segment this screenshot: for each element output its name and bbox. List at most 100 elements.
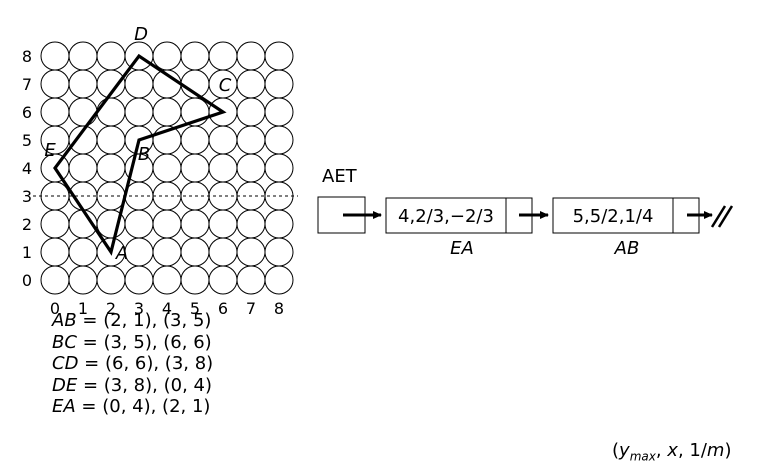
aet-node-box bbox=[552, 197, 700, 234]
pixel-circle bbox=[180, 209, 210, 239]
edge-coords: = (6, 6), (3, 8) bbox=[78, 353, 214, 374]
pixel-circle bbox=[68, 41, 98, 71]
pixel-circle bbox=[68, 153, 98, 183]
vertex-label: D bbox=[134, 24, 148, 45]
pixel-circle bbox=[208, 209, 238, 239]
legend-text: ) bbox=[724, 440, 732, 461]
pixel-circle bbox=[236, 265, 266, 295]
y-tick-label: 4 bbox=[22, 159, 32, 178]
legend-text: , bbox=[655, 440, 668, 461]
edge-coords: = (3, 5), (6, 6) bbox=[76, 331, 212, 353]
pixel-circle bbox=[236, 125, 266, 155]
edge-name: EA bbox=[52, 396, 76, 417]
aet-label: AET bbox=[322, 166, 358, 187]
edge-list: AB = (2, 1), (3, 5) BC = (3, 5), (6, 6) … bbox=[52, 310, 213, 418]
aet-node-ab: 5,5/2,1/4 AB bbox=[552, 197, 700, 259]
edge-row-ab: AB = (2, 1), (3, 5) bbox=[52, 310, 213, 332]
edge-coords: = (3, 8), (0, 4) bbox=[77, 374, 212, 396]
legend-m: m bbox=[706, 440, 725, 461]
pixel-circle bbox=[124, 265, 154, 295]
pixel-circle bbox=[124, 237, 154, 267]
pixel-circle bbox=[96, 265, 126, 295]
pixel-circle bbox=[236, 209, 266, 239]
pixel-circle bbox=[264, 153, 294, 183]
pixel-circle bbox=[264, 265, 294, 295]
pixel-circle bbox=[208, 265, 238, 295]
y-tick-label: 3 bbox=[22, 187, 32, 206]
edge-name: AB bbox=[52, 310, 77, 331]
pixel-circle bbox=[40, 209, 70, 239]
pixel-circle bbox=[68, 69, 98, 99]
pixel-circle bbox=[236, 69, 266, 99]
pixel-circle bbox=[208, 125, 238, 155]
legend-text: ( bbox=[612, 440, 620, 461]
pixel-circle bbox=[236, 41, 266, 71]
pixel-circle bbox=[264, 237, 294, 267]
aet-node-value: 4,2/3,−2/3 bbox=[398, 206, 494, 227]
pixel-circle bbox=[208, 153, 238, 183]
aet-head-box bbox=[317, 196, 366, 234]
x-tick-label: 0 bbox=[50, 299, 60, 318]
pixel-circle bbox=[40, 69, 70, 99]
pixel-circle bbox=[180, 41, 210, 71]
edge-row-cd: CD = (6, 6), (3, 8) bbox=[52, 353, 213, 375]
pixel-circle bbox=[96, 97, 126, 127]
pixel-circle bbox=[152, 265, 182, 295]
pixel-circle bbox=[96, 153, 126, 183]
pixel-circle bbox=[152, 209, 182, 239]
y-tick-label: 2 bbox=[22, 215, 32, 234]
pixel-circle bbox=[152, 41, 182, 71]
edge-coords: = (0, 4), (2, 1) bbox=[75, 396, 211, 417]
edge-name: DE bbox=[52, 374, 78, 396]
pixel-circle bbox=[40, 41, 70, 71]
pixel-circle bbox=[152, 153, 182, 183]
aet-node-edge-label: EA bbox=[450, 238, 474, 259]
pixel-circle bbox=[236, 97, 266, 127]
null-pointer-icon bbox=[710, 205, 734, 228]
aet-node-ea: 4,2/3,−2/3 EA bbox=[385, 197, 533, 259]
x-tick-label: 8 bbox=[274, 299, 284, 318]
pixel-circle bbox=[264, 125, 294, 155]
y-tick-label: 6 bbox=[22, 103, 32, 122]
x-tick-label: 1 bbox=[78, 299, 88, 318]
edge-row-ea: EA = (0, 4), (2, 1) bbox=[52, 396, 213, 418]
aet-node-box bbox=[385, 197, 533, 234]
legend-y: y bbox=[619, 440, 630, 461]
pixel-circle bbox=[96, 41, 126, 71]
x-tick-label: 6 bbox=[218, 299, 228, 318]
vertex-label: B bbox=[138, 144, 150, 165]
pixel-circle bbox=[68, 265, 98, 295]
vertex-label: C bbox=[219, 75, 232, 96]
pixel-circle bbox=[264, 209, 294, 239]
pixel-grid bbox=[40, 41, 294, 295]
pixel-circle bbox=[264, 97, 294, 127]
aet-node-edge-label: AB bbox=[614, 238, 640, 259]
pixel-circle bbox=[264, 41, 294, 71]
pixel-circle bbox=[264, 69, 294, 99]
legend-sub: max bbox=[629, 449, 656, 464]
y-tick-label: 0 bbox=[22, 271, 32, 290]
pixel-circle bbox=[180, 265, 210, 295]
aet-node-value: 5,5/2,1/4 bbox=[573, 206, 654, 227]
pixel-circle bbox=[124, 97, 154, 127]
edge-row-bc: BC = (3, 5), (6, 6) bbox=[52, 332, 213, 354]
edge-name: CD bbox=[52, 353, 79, 374]
x-tick-label: 3 bbox=[134, 299, 144, 318]
vertex-label: E bbox=[44, 140, 56, 161]
pixel-circle bbox=[208, 237, 238, 267]
y-tick-label: 8 bbox=[22, 47, 32, 66]
pixel-circle bbox=[236, 237, 266, 267]
pixel-circle bbox=[180, 125, 210, 155]
polygon-outline bbox=[53, 53, 227, 256]
pixel-circle bbox=[152, 237, 182, 267]
pixel-circle bbox=[152, 97, 182, 127]
pixel-circle bbox=[40, 237, 70, 267]
y-tick-label: 5 bbox=[22, 131, 32, 150]
pixel-circle bbox=[124, 209, 154, 239]
pixel-circle bbox=[180, 153, 210, 183]
pixel-circle bbox=[180, 237, 210, 267]
edge-row-de: DE = (3, 8), (0, 4) bbox=[52, 375, 213, 397]
y-tick-label: 1 bbox=[22, 243, 32, 262]
